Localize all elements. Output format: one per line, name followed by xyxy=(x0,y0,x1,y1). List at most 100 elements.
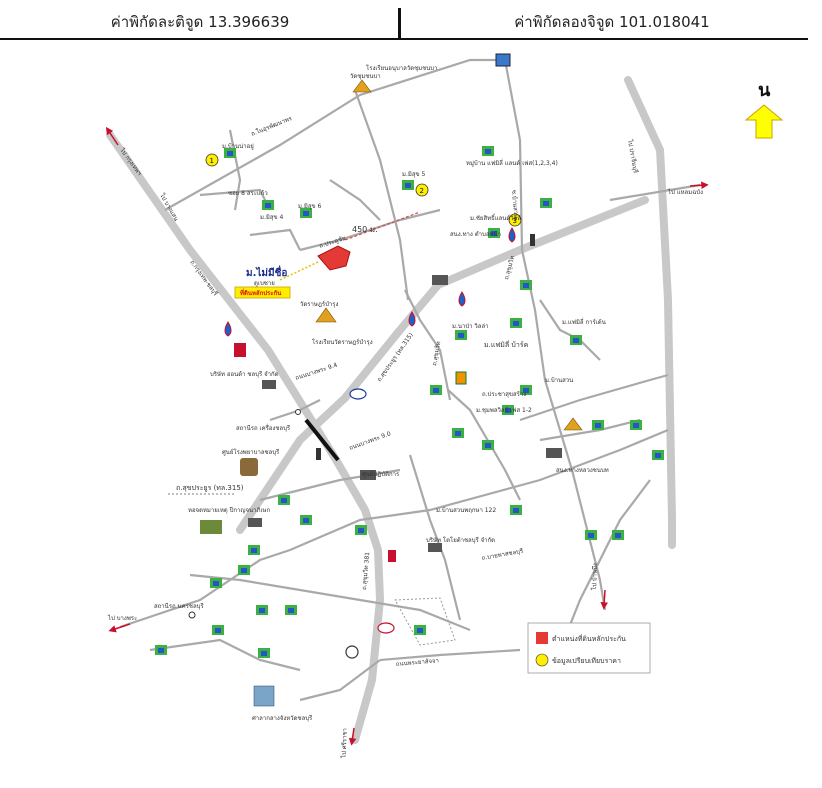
label-direction-laem-chabang: ไป แหลมฉบัง xyxy=(667,188,703,196)
property-sub: ดูเบซาย xyxy=(254,280,275,287)
label-village: ม.บ้านน่าอยู่ xyxy=(222,143,254,150)
house-icon xyxy=(278,495,290,505)
label-archive: หอจดหมายเหตุ ปีกาญจนาภิเษก xyxy=(188,506,270,514)
label-road: ถ.บายพาสชลบุรี xyxy=(481,547,525,562)
house-icon xyxy=(592,420,604,430)
highlight-segment xyxy=(304,418,340,462)
label-village: ม.มิสุข 6 xyxy=(298,203,321,210)
house-icon xyxy=(402,180,414,190)
comparable-marker-1 xyxy=(205,153,219,167)
label-village: ม.บ้านสวนพฤกษา 122 xyxy=(436,507,496,514)
house-icon xyxy=(256,605,268,615)
label-road: ถ.ประชาสุขสร้าง xyxy=(482,391,526,398)
house-icon xyxy=(482,440,494,450)
archive-icon xyxy=(200,520,222,534)
house-icon xyxy=(155,645,167,655)
collateral-tag: ที่ดินหลักประกัน xyxy=(240,288,282,297)
house-icon xyxy=(262,200,274,210)
comparable-marker-3 xyxy=(508,213,522,227)
fuel-station-icons xyxy=(224,227,516,337)
label-village: ม.แฟมิลี่ บ้าร์ค xyxy=(484,340,529,349)
label-road: ถนนบางพระ 9.4 xyxy=(294,362,338,382)
house-icon xyxy=(414,625,426,635)
toyota-icon xyxy=(377,622,395,634)
arrow-sriracha xyxy=(348,727,357,746)
header-rule xyxy=(0,38,808,40)
road-sukhumvit-north xyxy=(624,76,676,549)
label-direction-sriracha: ไป ศรีราชา xyxy=(340,728,349,759)
label-hospital: ศูนย์โรงพยาบาลชลบุรี xyxy=(222,448,280,456)
label-village: หมู่บ้าน แฟมิลี่ แลนด์ เฟส(1,2,3,4) xyxy=(466,159,558,167)
building-icon xyxy=(262,380,276,389)
house-icon xyxy=(510,318,522,328)
label-school: โรงเรียนอนุบาลวัดชุมชนบา xyxy=(366,64,437,72)
house-icon xyxy=(540,198,552,208)
house-icon xyxy=(488,228,500,238)
temple-icon xyxy=(563,417,583,431)
legend-collateral-swatch xyxy=(536,632,548,644)
longitude-label: ค่าพิกัดลองจิจูด 101.018041 xyxy=(514,13,710,31)
house-icon xyxy=(502,405,514,415)
house-icon xyxy=(520,385,532,395)
label-direction-ban-bueng: ไป บ้านบึง xyxy=(590,563,599,591)
label-village: ม.มิสุข 5 xyxy=(402,171,425,178)
house-icon xyxy=(355,525,367,535)
house-icon xyxy=(455,330,467,340)
distance-label: 450 ม. xyxy=(352,225,378,234)
label-soi: ซอย 8 สระแก้ว xyxy=(228,190,268,197)
comparable-marker-2 xyxy=(415,183,429,197)
building-icons xyxy=(248,275,562,562)
secondary-roads xyxy=(119,58,701,702)
north-arrow-icon xyxy=(744,104,784,139)
house-icon xyxy=(300,515,312,525)
main-roads xyxy=(106,76,676,744)
label-road: ถนนพระยาสัจจา xyxy=(396,657,440,668)
label-station: สถานีรถ เครื่องชลบุรี xyxy=(236,424,291,432)
legend-comparable-label: ข้อมูลเปรียบเทียบราคา xyxy=(552,657,621,665)
distance-line xyxy=(344,211,421,241)
label-village: ม.นาป่า วิลล่า xyxy=(452,323,489,330)
drop-icon xyxy=(458,291,466,307)
label-center: ศูนย์ปฏิบัติการ xyxy=(362,470,400,478)
house-icon xyxy=(652,450,664,460)
esso-icon xyxy=(349,388,367,400)
label-soi: ซ.บ้านสวน xyxy=(510,190,519,219)
arrow-bang-phra xyxy=(108,623,131,633)
house-icon xyxy=(520,280,532,290)
house-icon xyxy=(224,148,236,158)
label-school: โรงเรียนวัดราษฎร์บำรุง xyxy=(312,338,373,346)
house-icon xyxy=(210,578,222,588)
arrow-ban-bueng xyxy=(600,589,608,610)
comparable-markers: 1 2 3 xyxy=(205,153,522,227)
house-icon xyxy=(452,428,464,438)
arrow-bangkok xyxy=(105,126,119,146)
lot-boundary xyxy=(394,597,456,646)
north-indicator: น xyxy=(744,80,784,139)
water-tower-icon xyxy=(495,53,511,67)
arrow-laem-chabang xyxy=(689,181,709,189)
label-road: ถ.สุขประยูร (ทล.315) xyxy=(176,484,244,492)
legend-collateral-label: ตำแหน่งที่ดินหลักประกัน xyxy=(552,634,626,643)
label-company: บริษัท โตโยต้าชลบุรี จำกัด xyxy=(426,536,495,544)
label-village: ม.บ้านสวน xyxy=(545,377,573,384)
house-icon xyxy=(212,625,224,635)
label-direction-bangkok: ไป กรุงเทพฯ xyxy=(118,146,144,177)
drop-icon xyxy=(508,227,516,243)
coordinate-header: ค่าพิกัดละติจูด 13.396639 ค่าพิกัดลองจิจ… xyxy=(0,0,822,40)
station-icon xyxy=(295,409,301,415)
building-icon xyxy=(546,448,562,458)
house-icon xyxy=(570,335,582,345)
legend-comparable-swatch xyxy=(535,653,549,667)
label-office: สนง.ทางหลวงชนบท xyxy=(556,467,609,474)
temple-icon xyxy=(352,79,372,93)
collateral-plot xyxy=(317,245,351,271)
hospital-icon xyxy=(240,458,258,476)
label-station: สถานีรถ นครชลบุรี xyxy=(154,602,204,610)
label-village: ม.ชัยสิทธิ์แลนด์วิลล์ xyxy=(470,213,521,222)
label-temple-chumchon: วัดชุมชนบา xyxy=(350,73,381,80)
label-city-hall: ศาลากลางจังหวัดชลบุรี xyxy=(252,714,313,722)
latitude-label: ค่าพิกัดละติจูด 13.396639 xyxy=(110,13,290,31)
label-road: ถ.ในอุรพัฒนาพร xyxy=(250,114,294,138)
label-road: ถ.สุขุมวิท 381 xyxy=(361,552,371,591)
